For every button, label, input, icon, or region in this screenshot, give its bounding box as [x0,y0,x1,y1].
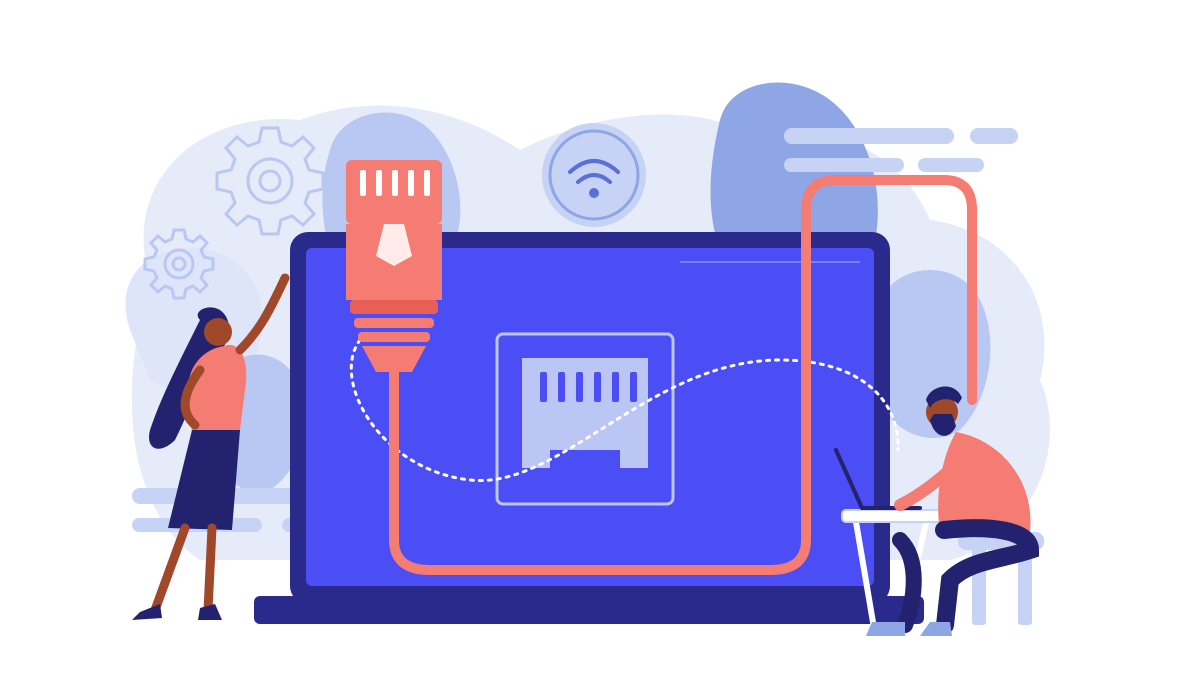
signal-dotted-line [349,338,900,482]
man-hair [926,386,962,408]
woman-arm [180,365,205,430]
woman-arm-raised [235,273,290,355]
man-shoe [866,622,905,636]
table-top [841,509,943,523]
wifi-icon [542,123,646,227]
bar [970,128,1018,144]
ethernet-port-icon [495,332,675,506]
woman-shoe [132,604,162,620]
bar [918,158,984,172]
ethernet-plug-icon [346,160,442,372]
man-leg [892,532,922,633]
man-arm [894,454,966,511]
man-beard [930,414,956,436]
woman-leg [150,523,190,615]
bar [784,128,954,144]
man-shoe [920,622,952,636]
woman-head [204,318,232,346]
gear-icon [143,228,215,300]
blob-right [880,270,991,439]
laptop-base [254,596,924,624]
woman-figure [132,273,290,620]
woman-skirt [168,430,240,530]
gear-icon [215,126,325,236]
ethernet-cable [389,175,977,575]
man-legs [935,519,1040,634]
stool-leg [1018,545,1032,625]
man-figure [834,386,1044,643]
woman-leg [203,523,217,615]
bar [784,158,904,172]
woman-shoe [198,604,222,620]
